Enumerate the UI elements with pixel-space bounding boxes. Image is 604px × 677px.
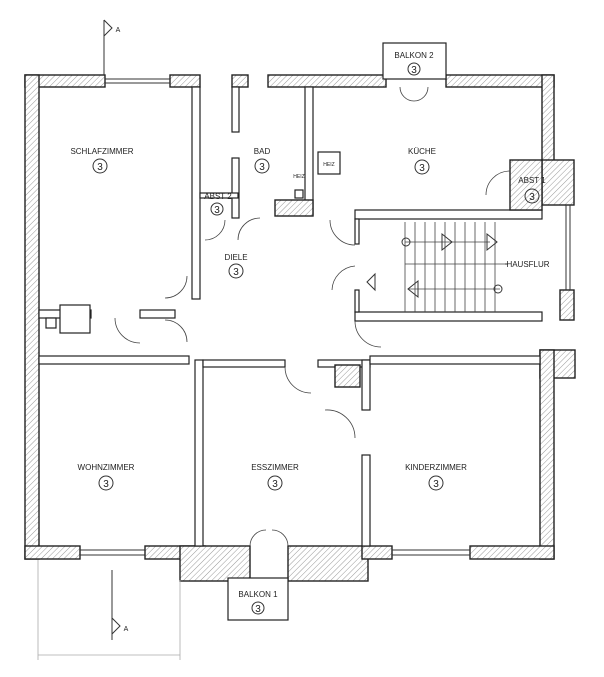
svg-text:BALKON 2: BALKON 2: [394, 51, 434, 60]
svg-text:DIELE: DIELE: [224, 253, 247, 262]
svg-text:A: A: [124, 626, 129, 633]
svg-text:HEIZ: HEIZ: [293, 174, 304, 180]
room-diele: DIELE 3: [224, 253, 248, 279]
svg-text:3: 3: [97, 162, 103, 173]
section-marker-top: A: [103, 19, 121, 75]
room-wohnzimmer: WOHNZIMMER 3: [78, 463, 135, 491]
svg-text:A: A: [116, 27, 121, 34]
room-hausflur: HAUSFLUR: [505, 260, 550, 269]
svg-text:ESSZIMMER: ESSZIMMER: [251, 463, 299, 472]
room-abst-2: ABST 2 3: [204, 192, 232, 216]
room-labels: SCHLAFZIMMER 3 BAD 3 KÜCHE 3 ABST 2 3 ABST 1…: [70, 147, 550, 491]
section-marker-bottom: A: [37, 560, 181, 660]
outer-walls: [24, 74, 576, 582]
svg-text:ABST 1: ABST 1: [518, 176, 546, 185]
heizung: HEIZ HEIZ: [293, 151, 341, 199]
svg-text:BAD: BAD: [254, 147, 271, 156]
svg-text:3: 3: [214, 205, 220, 216]
room-kinderzimmer: KINDERZIMMER 3: [405, 463, 467, 491]
svg-text:3: 3: [433, 479, 439, 490]
room-bad: BAD 3: [254, 147, 271, 174]
svg-text:3: 3: [272, 479, 278, 490]
svg-text:3: 3: [419, 163, 425, 174]
svg-text:3: 3: [259, 162, 265, 173]
staircase: [366, 222, 505, 312]
balcony-1: BALKON 1 3: [227, 529, 289, 621]
svg-text:BALKON 1: BALKON 1: [238, 590, 278, 599]
interior-walls: [38, 86, 543, 547]
svg-text:WOHNZIMMER: WOHNZIMMER: [78, 463, 135, 472]
svg-text:3: 3: [411, 65, 417, 76]
svg-text:3: 3: [233, 267, 239, 278]
svg-text:3: 3: [103, 479, 109, 490]
svg-text:SCHLAFZIMMER: SCHLAFZIMMER: [70, 147, 133, 156]
svg-text:3: 3: [529, 192, 535, 203]
doors: [114, 170, 511, 439]
svg-text:ABST 2: ABST 2: [204, 192, 232, 201]
svg-text:KÜCHE: KÜCHE: [408, 147, 436, 156]
svg-text:HEIZ: HEIZ: [323, 162, 334, 168]
svg-text:KINDERZIMMER: KINDERZIMMER: [405, 463, 467, 472]
room-kueche: KÜCHE 3: [408, 147, 436, 175]
room-abst-1: ABST 1 3: [518, 176, 546, 204]
room-schlafzimmer: SCHLAFZIMMER 3: [70, 147, 134, 174]
balcony-2: BALKON 2 3: [382, 42, 447, 102]
room-esszimmer: ESSZIMMER 3: [251, 463, 299, 491]
svg-text:HAUSFLUR: HAUSFLUR: [506, 260, 549, 269]
svg-text:3: 3: [255, 604, 261, 615]
